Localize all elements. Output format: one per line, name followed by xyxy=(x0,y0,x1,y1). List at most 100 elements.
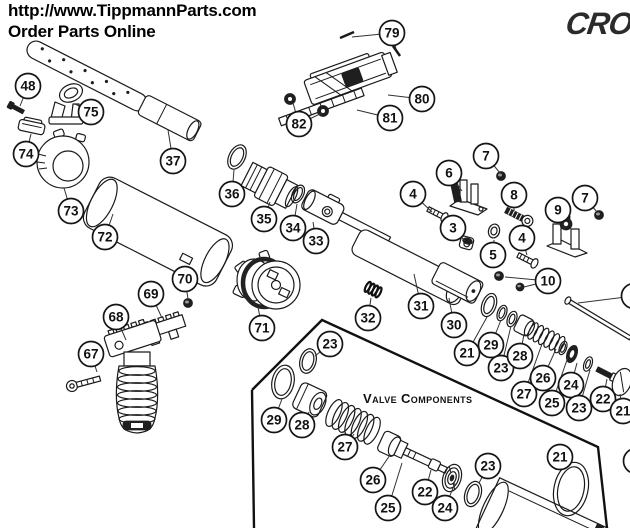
screw-48-part xyxy=(6,100,25,115)
clamp-part xyxy=(17,116,46,136)
svg-text:81: 81 xyxy=(382,111,398,126)
svg-text:70: 70 xyxy=(177,272,192,287)
barrel-part xyxy=(26,40,202,142)
svg-text:4: 4 xyxy=(518,231,526,246)
callout-7: 7 xyxy=(571,184,599,212)
callout-82: 82 xyxy=(285,110,313,138)
foregrip-part xyxy=(103,318,162,434)
pins-79-part xyxy=(339,30,402,57)
callout-27: 27 xyxy=(331,433,359,461)
callout-23: 23 xyxy=(565,394,593,422)
svg-text:31: 31 xyxy=(413,299,429,314)
callout-24: 24 xyxy=(431,494,459,522)
svg-text:28: 28 xyxy=(512,349,528,364)
svg-text:73: 73 xyxy=(63,204,79,219)
svg-text:36: 36 xyxy=(224,187,240,202)
valve-components-label: Valve Components xyxy=(363,391,473,406)
svg-text:72: 72 xyxy=(97,230,112,245)
washer-23-upper-part xyxy=(506,310,518,328)
callout-75: 75 xyxy=(77,98,105,126)
ring-23c-upper-part xyxy=(582,356,594,372)
svg-text:74: 74 xyxy=(18,147,34,162)
oring-21-upper-part xyxy=(480,292,498,318)
svg-text:21: 21 xyxy=(459,346,475,361)
callout-edge xyxy=(622,449,630,473)
box-oring-29-part xyxy=(271,364,295,400)
svg-text:24: 24 xyxy=(563,378,579,393)
box-cylinder-part xyxy=(473,477,630,528)
svg-text:26: 26 xyxy=(535,371,551,386)
callout-4: 4 xyxy=(399,180,427,208)
svg-text:68: 68 xyxy=(108,310,124,325)
svg-text:82: 82 xyxy=(291,117,306,132)
callout-22: 22 xyxy=(411,478,439,506)
callout-21: 21 xyxy=(546,443,574,471)
screw-67-part xyxy=(65,375,102,393)
svg-text:21: 21 xyxy=(552,450,568,465)
svg-text:67: 67 xyxy=(83,347,98,362)
callout-9: 9 xyxy=(544,196,572,224)
svg-text:27: 27 xyxy=(516,387,531,402)
svg-text:30: 30 xyxy=(446,318,461,333)
box-valve-stem-part xyxy=(377,430,449,474)
svg-text:23: 23 xyxy=(480,459,496,474)
callout-68: 68 xyxy=(102,303,130,331)
callout-23: 23 xyxy=(487,354,515,382)
svg-text:33: 33 xyxy=(308,234,324,249)
callout-29: 29 xyxy=(260,406,288,434)
front-sight-part xyxy=(48,83,84,125)
spring-26-upper-part xyxy=(527,322,566,354)
nut-70-part xyxy=(183,298,193,308)
callout-21: 21 xyxy=(453,339,481,367)
slotted-disc-part xyxy=(611,367,630,397)
site-url-text: http://www.TippmannParts.com xyxy=(8,1,257,20)
callout-3: 3 xyxy=(439,214,467,242)
callout-28: 28 xyxy=(506,342,534,370)
svg-text:29: 29 xyxy=(266,413,281,428)
svg-text:28: 28 xyxy=(294,418,310,433)
svg-text:22: 22 xyxy=(595,392,610,407)
svg-text:25: 25 xyxy=(380,501,396,516)
svg-text:29: 29 xyxy=(483,338,498,353)
rear-sight-9-part xyxy=(546,215,588,258)
bolt-8-part xyxy=(504,206,534,227)
callout-22: 22 xyxy=(589,385,617,413)
callout-6: 6 xyxy=(435,159,463,187)
oring-34-part xyxy=(290,184,306,204)
oring-29-upper-part xyxy=(496,304,508,322)
valve-cyl-30-part xyxy=(431,262,484,304)
svg-text:7: 7 xyxy=(482,149,490,164)
callout-81: 81 xyxy=(376,104,404,132)
callout-27: 27 xyxy=(510,380,538,408)
svg-text:71: 71 xyxy=(254,321,270,336)
svg-text:34: 34 xyxy=(285,221,301,236)
callout-26: 26 xyxy=(529,364,557,392)
callout-edge xyxy=(620,283,630,309)
callout-30: 30 xyxy=(440,311,468,339)
box-spring-27-part xyxy=(325,399,381,445)
spring-32-part xyxy=(363,280,383,299)
box-ring-23-part xyxy=(463,480,483,508)
callout-10: 10 xyxy=(534,267,562,295)
svg-text:32: 32 xyxy=(360,311,375,326)
callout-21: 21 xyxy=(609,397,630,425)
nut-10a-part xyxy=(494,271,504,281)
callout-23: 23 xyxy=(316,330,344,358)
feeder-assembly-part xyxy=(303,51,398,105)
svg-text:75: 75 xyxy=(83,105,99,120)
callout-80: 80 xyxy=(408,85,436,113)
callout-8: 8 xyxy=(500,181,528,209)
box-seal-24-part xyxy=(441,463,463,493)
callout-23: 23 xyxy=(474,452,502,480)
callout-35: 35 xyxy=(250,205,278,233)
svg-text:48: 48 xyxy=(20,79,36,94)
callout-32: 32 xyxy=(354,304,382,332)
ring-25-upper-part xyxy=(558,340,568,356)
box-big-oring-21-part xyxy=(552,461,590,517)
callout-28: 28 xyxy=(288,411,316,439)
svg-text:25: 25 xyxy=(544,396,560,411)
screw-4-right-part xyxy=(516,252,539,269)
grommet-82a-part xyxy=(284,93,296,105)
svg-text:27: 27 xyxy=(337,440,352,455)
